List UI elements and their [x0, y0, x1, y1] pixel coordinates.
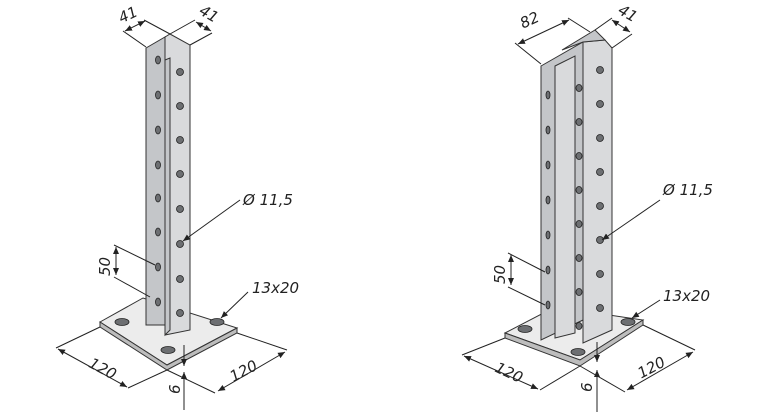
- dim-plate-b: 120: [227, 356, 261, 385]
- slot-hole: [114, 318, 130, 326]
- dim-hole-pitch: 50: [491, 265, 509, 284]
- dim-hole-diameter: Ø 11,5: [242, 191, 293, 209]
- slot-hole: [570, 348, 586, 356]
- dim-slot: 13x20: [663, 287, 710, 305]
- double-channel-post: [540, 29, 613, 344]
- single-channel-post-figure: 41 41 Ø 11,5 50 13x20 120 120 6: [55, 1, 299, 410]
- slot-hole: [517, 325, 533, 333]
- double-channel-post-figure: 82 41 Ø 11,5 50 13x20 120 120 6: [461, 1, 713, 412]
- dim-width-a: 41: [116, 3, 141, 27]
- dim-plate-thickness: 6: [578, 382, 596, 392]
- slot-hole: [209, 318, 225, 326]
- slot-hole: [620, 318, 636, 326]
- dim-hole-pitch: 50: [96, 257, 114, 276]
- channel-post: [145, 33, 191, 337]
- dim-plate-thickness: 6: [166, 384, 184, 394]
- dim-width-b: 41: [615, 1, 641, 26]
- slot-hole: [160, 346, 176, 354]
- dim-plate-a: 120: [86, 354, 120, 383]
- dim-plate-a: 120: [492, 358, 526, 386]
- dim-slot: 13x20: [252, 279, 299, 297]
- dim-hole-diameter: Ø 11,5: [662, 181, 713, 199]
- dim-width-b: 41: [196, 1, 222, 26]
- dim-width-a: 82: [517, 8, 542, 32]
- dim-plate-b: 120: [635, 353, 669, 382]
